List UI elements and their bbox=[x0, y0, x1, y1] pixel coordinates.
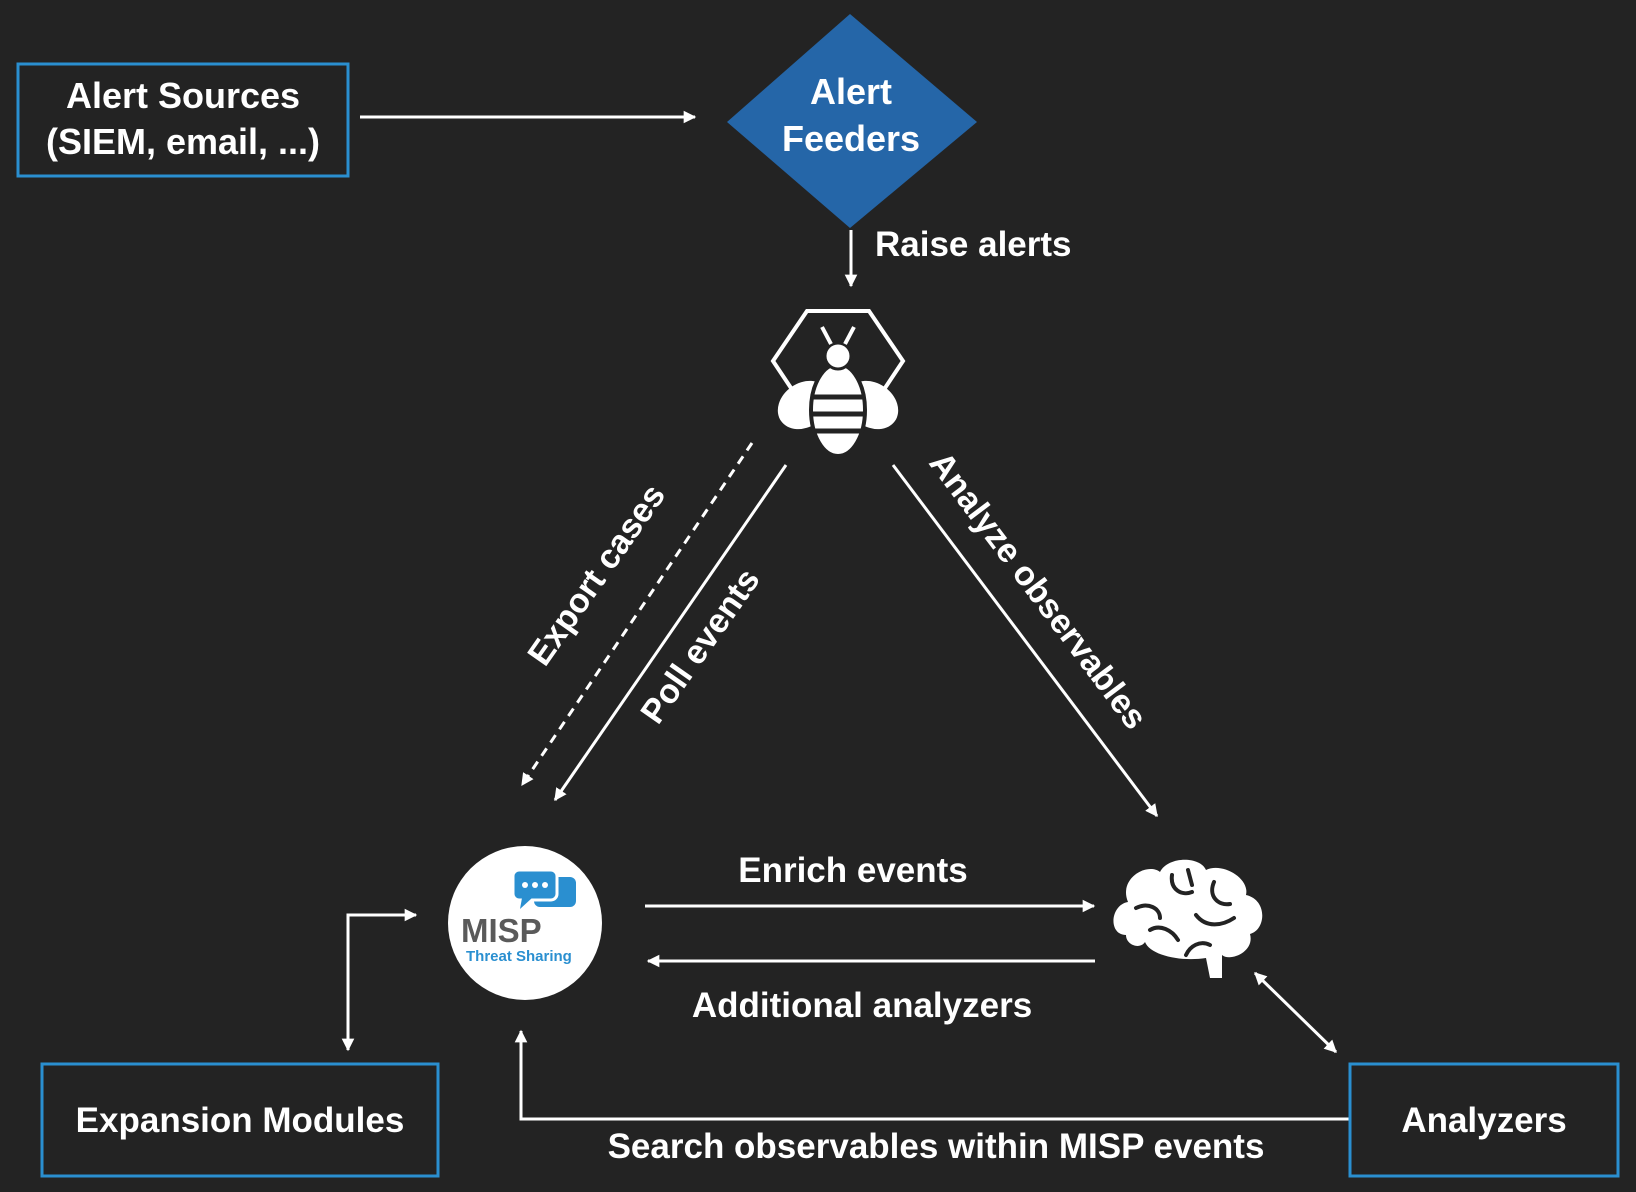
analyze-observables-arrow bbox=[891, 464, 1159, 818]
analyzers-node: Analyzers bbox=[1348, 1062, 1620, 1178]
analyze-observables-label: Analyze observables bbox=[922, 445, 1155, 737]
raise-alerts-label: Raise alerts bbox=[875, 225, 1072, 264]
misp-logo-icon: MISP Threat Sharing bbox=[448, 846, 602, 1000]
alert-feeders-node: Alert Feeders bbox=[727, 14, 977, 228]
misp-name: MISP bbox=[461, 912, 542, 949]
brain-analyzers-arrow bbox=[1253, 971, 1338, 1054]
export-cases-label: Export cases bbox=[520, 477, 673, 672]
alert-feeders-line1: Alert bbox=[810, 71, 892, 112]
search-observables-arrow bbox=[514, 1029, 1350, 1121]
alert-sources-title: Alert Sources bbox=[66, 75, 300, 116]
thehive-bee-icon bbox=[770, 309, 906, 458]
cortex-brain-icon bbox=[1113, 859, 1263, 978]
misp-expansion-arrow bbox=[341, 908, 418, 1052]
additional-analyzers-label: Additional analyzers bbox=[692, 986, 1032, 1025]
expansion-modules-node: Expansion Modules bbox=[40, 1062, 440, 1178]
export-cases-arrow bbox=[520, 442, 754, 787]
misp-tagline: Threat Sharing bbox=[466, 948, 572, 965]
analyzers-label: Analyzers bbox=[1401, 1101, 1566, 1140]
poll-events-arrow bbox=[553, 464, 788, 802]
enrich-events-label: Enrich events bbox=[738, 851, 968, 890]
alert-sources-subtitle: (SIEM, email, ...) bbox=[46, 121, 320, 162]
chat-bubbles-icon bbox=[511, 868, 576, 909]
search-observables-label: Search observables within MISP events bbox=[608, 1127, 1265, 1166]
alert-sources-node: Alert Sources (SIEM, email, ...) bbox=[16, 62, 350, 178]
expansion-modules-label: Expansion Modules bbox=[76, 1101, 405, 1140]
alert-feeders-line2: Feeders bbox=[782, 118, 920, 159]
